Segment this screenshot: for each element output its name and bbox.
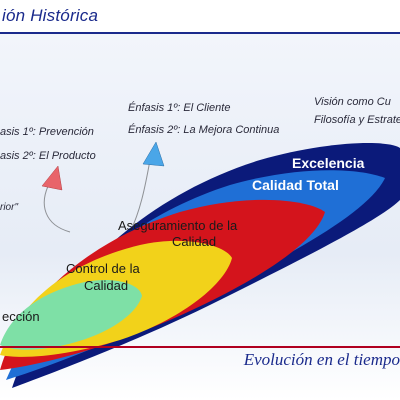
mid-arrow-curve bbox=[129, 159, 151, 233]
label-excelencia: Excelencia bbox=[292, 155, 365, 171]
annotation-mid-1: Énfasis 1º: El Cliente bbox=[128, 102, 231, 114]
annotation-right-1: Visión como Cu bbox=[314, 96, 391, 108]
label-aseguramiento-2: Calidad bbox=[172, 234, 217, 249]
mid-arrow-head bbox=[142, 141, 165, 167]
label-control-2: Calidad bbox=[84, 278, 129, 293]
header-rule bbox=[0, 32, 400, 34]
annotation-left-2: asis 2º: El Producto bbox=[0, 150, 96, 162]
label-aseguramiento-1: Aseguramiento de la bbox=[118, 218, 238, 233]
page-title: ión Histórica bbox=[2, 6, 99, 25]
footer-rule bbox=[0, 346, 400, 348]
label-control-1: Control de la bbox=[66, 261, 140, 276]
annotation-mid-2: Énfasis 2º: La Mejora Continua bbox=[128, 124, 280, 136]
annotation-left-3: rior" bbox=[0, 202, 18, 213]
annotation-left-1: asis 1º: Prevención bbox=[0, 126, 94, 138]
label-calidad-total: Calidad Total bbox=[252, 177, 339, 193]
annotation-right-2: Filosofía y Estrate bbox=[314, 114, 400, 126]
left-arrow-curve bbox=[43, 181, 71, 233]
header-bar: ión Histórica bbox=[0, 0, 400, 34]
inspeccion-band bbox=[0, 279, 142, 350]
label-inspeccion: ección bbox=[2, 309, 40, 324]
footer-caption: Evolución en el tiempo bbox=[243, 350, 400, 369]
left-arrow-head bbox=[41, 165, 63, 191]
